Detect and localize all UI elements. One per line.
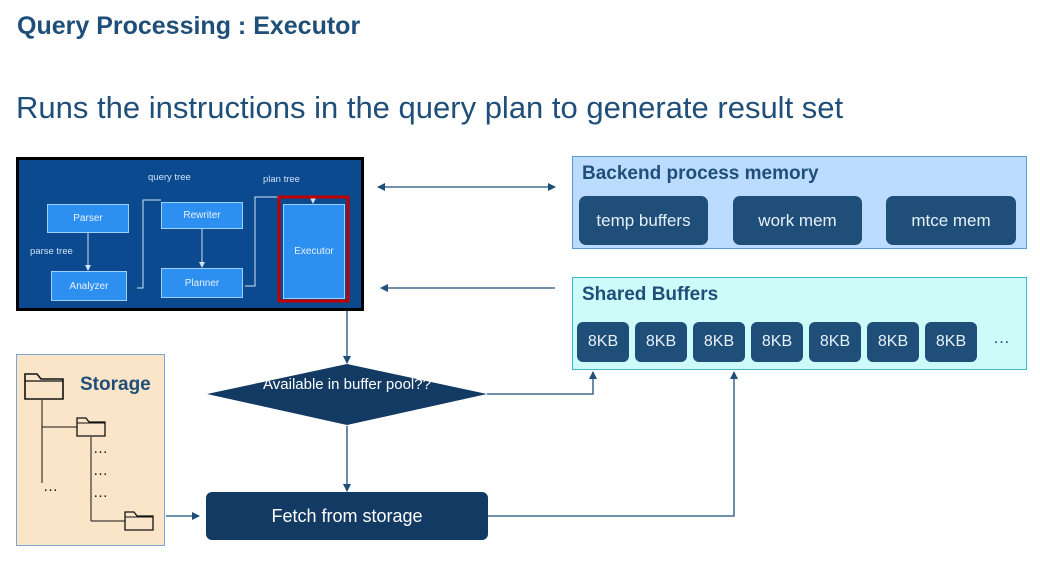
temp-buffers-box: temp buffers <box>579 196 708 245</box>
shared-buffers-panel: Shared Buffers 8KB 8KB 8KB 8KB 8KB 8KB 8… <box>572 277 1027 370</box>
label-plan-tree: plan tree <box>263 174 300 185</box>
pipeline-connectors <box>85 195 350 303</box>
parser-box: Parser <box>47 204 129 233</box>
storage-ellipsis: … <box>93 440 108 457</box>
storage-ellipsis: … <box>93 462 108 479</box>
backend-memory-title: Backend process memory <box>582 163 819 184</box>
folder-icon <box>124 511 154 531</box>
executor-highlight <box>277 195 350 303</box>
rewriter-box: Rewriter <box>161 202 243 229</box>
buffer-page: 8KB <box>867 322 919 362</box>
buffer-more-ellipsis: … <box>993 328 1010 347</box>
fetch-from-storage-box: Fetch from storage <box>206 492 488 540</box>
planner-box: Planner <box>161 268 243 298</box>
folder-icon <box>76 417 106 437</box>
arrow-decision-to-shared <box>487 371 597 395</box>
label-parse-tree: parse tree <box>30 246 73 257</box>
backend-memory-panel: Backend process memory temp buffers work… <box>572 156 1027 249</box>
decision-diamond <box>207 364 487 425</box>
buffer-page: 8KB <box>693 322 745 362</box>
storage-title: Storage <box>80 374 151 395</box>
storage-ellipsis: … <box>43 478 58 495</box>
query-pipeline-panel: Parser Analyzer Rewriter Planner Executo… <box>16 157 364 311</box>
slide-subtitle: Runs the instructions in the query plan … <box>16 90 844 125</box>
label-query-tree: query tree <box>148 172 191 183</box>
executor-box: Executor <box>283 204 345 299</box>
arrow-fetch-to-shared <box>488 371 738 517</box>
buffer-page: 8KB <box>635 322 687 362</box>
work-mem-box: work mem <box>733 196 862 245</box>
mtce-mem-box: mtce mem <box>886 196 1016 245</box>
folder-icon <box>24 373 64 400</box>
storage-ellipsis: … <box>93 484 108 501</box>
buffer-page: 8KB <box>925 322 977 362</box>
slide-title: Query Processing : Executor <box>17 12 361 40</box>
shared-buffers-title: Shared Buffers <box>582 284 719 305</box>
storage-tree <box>24 373 154 531</box>
buffer-page: 8KB <box>809 322 861 362</box>
analyzer-box: Analyzer <box>51 271 127 301</box>
decision-label: Available in buffer pool?? <box>263 376 431 393</box>
buffer-page: 8KB <box>577 322 629 362</box>
buffer-page: 8KB <box>751 322 803 362</box>
storage-panel: Storage … … … … <box>16 354 165 546</box>
